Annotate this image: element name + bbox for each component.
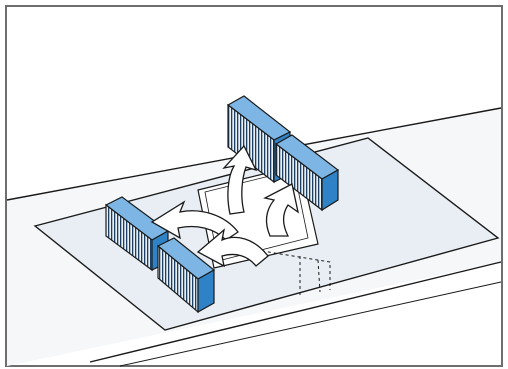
frame-border	[5, 5, 503, 367]
vent-housing-dashed	[255, 249, 331, 298]
arrow-lift-front-left	[150, 200, 239, 241]
filter-front-right	[156, 237, 216, 314]
filter-rear-right	[274, 134, 340, 212]
arrow-lift-rear-right	[263, 183, 299, 237]
arrow-lift-rear-left	[222, 144, 258, 215]
arrow-lift-front-right	[196, 228, 269, 268]
countertop-front-edge	[89, 261, 502, 363]
countertop-front-edge-lower	[119, 281, 502, 367]
